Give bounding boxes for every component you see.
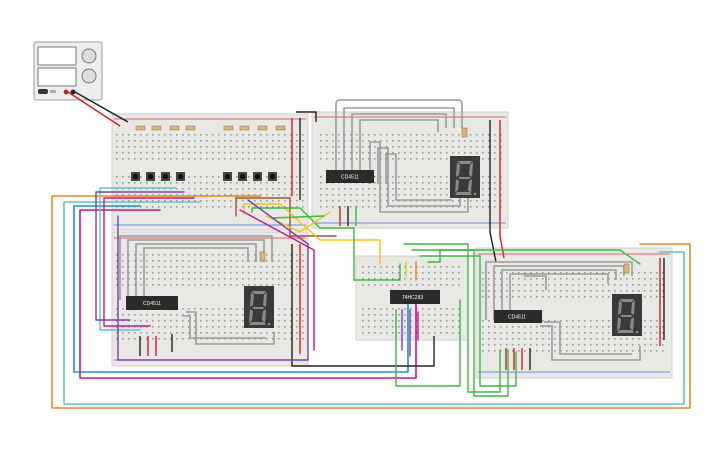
display-left[interactable] <box>244 286 274 328</box>
wire-black-ground[interactable] <box>74 91 129 123</box>
current-knob-icon[interactable] <box>81 68 97 84</box>
right-display-section <box>485 258 665 370</box>
resistor-array[interactable] <box>135 125 286 131</box>
seven-segment-icon <box>249 291 271 326</box>
push-button-icon[interactable] <box>132 173 139 180</box>
push-button-icon[interactable] <box>147 173 154 180</box>
positive-terminal-icon[interactable] <box>63 89 69 95</box>
wire-teal[interactable] <box>63 201 685 405</box>
push-button-icon[interactable] <box>254 173 261 180</box>
seven-segment-icon <box>617 299 639 334</box>
push-button-icon[interactable] <box>269 173 276 180</box>
ic-right[interactable]: CD4511 <box>494 310 542 323</box>
outer-wires <box>51 187 691 409</box>
wire-magenta-short[interactable] <box>103 197 195 327</box>
ic-left[interactable]: CD4511 <box>126 296 178 310</box>
push-buttons[interactable] <box>131 172 277 181</box>
input-section <box>67 91 301 200</box>
display-right[interactable] <box>612 294 642 336</box>
display-top[interactable] <box>450 156 480 198</box>
left-display-section <box>119 235 435 367</box>
wire-teal-short[interactable] <box>99 187 177 331</box>
ic-top[interactable]: CD4511 <box>326 170 374 183</box>
wire-orange[interactable] <box>51 195 691 409</box>
seven-segment-icon <box>455 161 477 196</box>
ic-label: CD4511 <box>508 315 526 321</box>
push-button-icon[interactable] <box>224 173 231 180</box>
adder-wiring <box>117 197 641 397</box>
voltage-knob-icon[interactable] <box>81 48 97 64</box>
breadboard-top-left[interactable] <box>111 113 309 231</box>
push-button-icon[interactable] <box>177 173 184 180</box>
ic-label: CD4511 <box>143 301 161 307</box>
power-switch-icon[interactable] <box>38 89 48 94</box>
negative-terminal-icon[interactable] <box>70 89 76 95</box>
wire-red-power[interactable] <box>67 91 121 127</box>
push-button-icon[interactable] <box>162 173 169 180</box>
push-button-icon[interactable] <box>239 173 246 180</box>
wire-magenta[interactable] <box>79 209 417 379</box>
power-supply[interactable] <box>33 41 103 101</box>
top-display-section <box>296 99 505 263</box>
ic-center[interactable]: 74HC283 <box>390 290 440 304</box>
ic-label: CD4511 <box>341 175 359 181</box>
wire-purple-short[interactable] <box>95 191 185 321</box>
ic-label: 74HC283 <box>402 295 423 301</box>
